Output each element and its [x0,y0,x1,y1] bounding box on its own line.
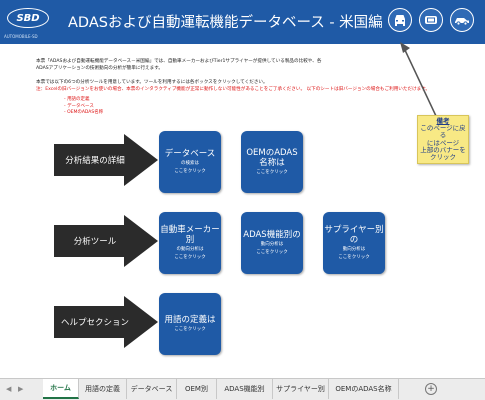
sheet-tab-oem-adas-names[interactable]: OEMのADAS名称 [329,379,399,399]
sbd-logo: SBD [7,8,49,28]
glossary-button[interactable]: 用語の定義は ここをクリック [159,293,221,355]
header-banner[interactable]: SBD AUTOMOBILE-SD ADASおよび自動運転機能データベース - … [0,0,485,44]
help-note: 備考 このページに戻る にはページ 上部のバナーを クリック [417,115,469,164]
sheet-tab-by-supplier[interactable]: サプライヤー別 [273,379,329,399]
note-title: 備考 [436,117,450,125]
tile-subtitle: ここをクリック [174,255,206,260]
sheet-tab-database[interactable]: データベース [127,379,177,399]
tile-subtitle: ここをクリック [256,250,288,255]
car-side-nav-button[interactable] [450,8,474,32]
sheet-tab-home[interactable]: ホーム [43,379,79,399]
car-front-icon [395,15,405,26]
legacy-sheet-list: 用語の定義 データベース OEMのADAS名称 [64,97,103,117]
intro-line-1: 本票「ADASおよび自動運転機能データベース－米国編」では、自動車メーカーおよび… [36,59,322,64]
tile-title: 自動車メーカー別 [160,225,220,245]
note-line: このページに戻る [420,124,466,140]
tile-subtitle: の検索は [181,161,199,166]
arrow-label: ヘルプセクション [60,318,129,328]
tile-subtitle: ここをクリック [256,170,288,175]
tile-title: サプライヤー別の [324,225,384,245]
legacy-sheet-item: OEMのADAS名称 [64,110,103,117]
tile-subtitle: の動向分析は [176,247,204,252]
database-search-button[interactable]: データベース の検索は ここをクリック [159,131,221,193]
tile-subtitle: 動向分析は [342,247,366,252]
note-pointer-arrow [400,42,437,117]
intro-line-2: ADASアプリケーションの技術動向の分析が簡単に行えます。 [36,66,163,71]
sheet-tab-glossary[interactable]: 用語の定義 [79,379,127,399]
tile-title: ADAS機能別の [243,230,301,240]
oem-trend-analysis-button[interactable]: 自動車メーカー別 の動向分析は ここをクリック [159,212,221,274]
sheet-tab-by-function[interactable]: ADAS機能別 [217,379,273,399]
car-front-nav-button[interactable] [388,8,412,32]
sheet-tab-bar: ◀ ▶ ホーム 用語の定義 データベース OEM別 ADAS機能別 サプライヤー… [0,378,485,400]
tile-subtitle: 動向分析は [260,242,284,247]
car-side-icon [455,18,469,26]
add-sheet-button[interactable]: + [425,383,437,395]
tile-subtitle: ここをクリック [338,255,370,260]
arrow-label: 分析結果の詳細 [65,156,125,166]
note-line: 上部のバナーを [420,145,466,154]
tile-subtitle: ここをクリック [174,169,206,174]
legacy-sheet-item: 用語の定義 [64,97,103,104]
note-line: にはページ [426,138,460,147]
sheet-tab-by-oem[interactable]: OEM別 [177,379,217,399]
logo-subtitle: AUTOMOBILE-SD [4,34,38,39]
scroll-right-icon[interactable]: ▶ [18,385,24,393]
arrow-label: 分析ツール [73,237,117,247]
intro-line-3: 本票では以下の6つの分析ツールを用意しています。ツールを利用するには各ボックスを… [36,80,268,85]
car-top-nav-button[interactable] [419,8,443,32]
tile-title: データベース [164,149,216,159]
legacy-sheet-item: データベース [64,104,103,111]
oem-adas-names-button[interactable]: OEMのADAS 名称は ここをクリック [241,131,303,193]
analysis-details-arrow: 分析結果の詳細 [54,134,158,186]
car-top-icon [425,16,437,24]
tile-subtitle: ここをクリック [174,327,206,332]
scroll-left-icon[interactable]: ◀ [6,385,12,393]
analysis-tools-arrow: 分析ツール [54,215,158,267]
note-line: クリック [430,153,456,162]
tile-title: 名称は [259,158,285,168]
tile-title: 用語の定義は [164,315,216,325]
page-title: ADASおよび自動運転機能データベース - 米国編 [68,15,383,31]
tile-title: OEMのADAS [246,148,298,158]
help-section-arrow: ヘルプセクション [54,296,158,348]
supplier-trend-button[interactable]: サプライヤー別の 動向分析は ここをクリック [323,212,385,274]
adas-function-trend-button[interactable]: ADAS機能別の 動向分析は ここをクリック [241,212,303,274]
compatibility-warning: 注：Excelの旧バージョンをお使いの場合、本票のインタラクティブ機能が正常に動… [36,87,430,92]
